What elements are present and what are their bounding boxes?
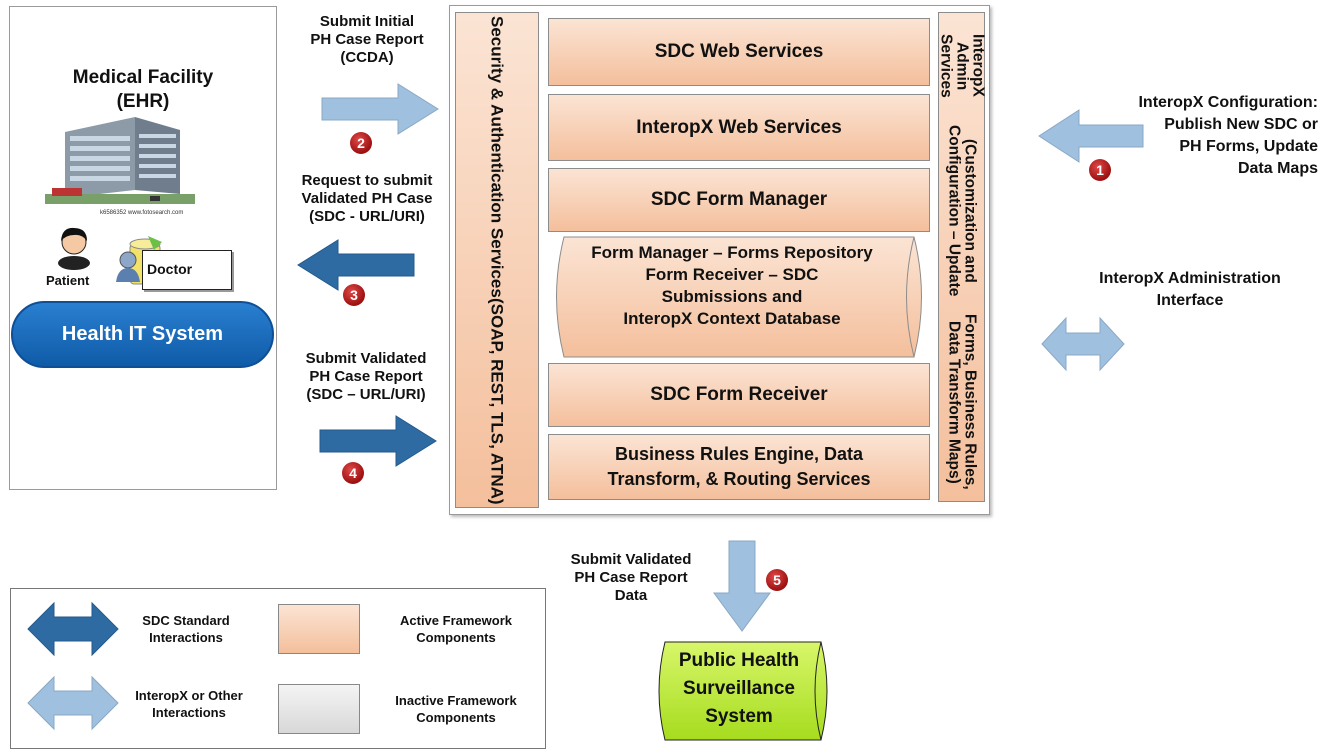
step2-line3: (CCDA) [340,49,394,66]
step3-arrow [297,239,415,291]
step4-label: Submit Validated PH Case Report (SDC – U… [276,350,456,404]
step2-line1: Submit Initial [319,13,415,30]
step2-line2: PH Case Report [310,31,424,48]
forms-database-cylinder [556,236,922,358]
health-it-system: Health IT System [11,301,274,368]
step3-label: Request to submit Validated PH Case (SDC… [278,172,456,226]
business-rules-line1: Business Rules Engine, Data [614,444,864,464]
security-line1: Security & Authentication Services [487,15,507,298]
step3-line2: Validated PH Case [301,190,433,207]
admin-line1: InteropX Admin Services [937,33,987,98]
sdc-web-services-label: SDC Web Services [654,41,824,62]
legend-inactive-label: Inactive Framework Components [376,692,536,726]
interopx-web-services: InteropX Web Services [548,94,930,161]
doctor-label: Doctor [147,261,193,277]
facility-title: Medical Facility (EHR) [9,66,277,114]
legend-inactive-line2: Components [416,710,496,725]
step5-badge: 5 [766,569,788,591]
legend-active-line2: Components [416,630,496,645]
admin-line2: (Customization and Configuration – Updat… [945,125,979,297]
business-rules-engine: Business Rules Engine, Data Transform, &… [548,434,930,500]
sdc-web-services: SDC Web Services [548,18,930,86]
legend-sdc-standard-line1: SDC Standard [142,613,230,628]
admin-interface-double-arrow [1041,316,1125,372]
legend-active-line1: Active Framework [400,613,512,628]
public-health-cylinder [658,641,828,741]
step2-label: Submit Initial PH Case Report (CCDA) [282,13,452,67]
interopx-web-services-label: InteropX Web Services [636,116,842,138]
forms-database-label: Form Manager – Forms Repository Form Rec… [556,242,908,330]
step4-arrow [319,415,437,467]
database-line4: InteropX Context Database [623,309,841,328]
sdc-form-manager-label: SDC Form Manager [650,189,828,210]
step2-arrow [321,83,439,135]
step1-line1: InteropX Configuration: [1138,94,1318,111]
step5-arrow [713,540,771,632]
step2-badge: 2 [350,132,372,154]
step3-line1: Request to submit [301,172,433,189]
public-health-line1: Public Health [678,650,800,671]
legend-sdc-standard-line2: Interactions [149,630,223,645]
legend-interopx-line1: InteropX or Other [135,688,243,703]
step1-line3: PH Forms, Update [1179,138,1318,155]
admin-interface-line1: InteropX Administration [1099,270,1281,287]
step1-badge: 1 [1089,159,1111,181]
step1-arrow [1038,109,1144,163]
patient-label: Patient [46,273,90,288]
step1-label: InteropX Configuration: Publish New SDC … [1090,92,1318,180]
step5-line1: Submit Validated [570,551,692,568]
business-rules-line2: Transform, & Routing Services [607,469,871,489]
sdc-form-receiver-label: SDC Form Receiver [650,384,828,405]
hospital-building-image [45,117,195,204]
step1-line4: Data Maps [1237,160,1318,177]
legend-active-label: Active Framework Components [376,612,536,646]
step5-line2: PH Case Report [574,569,688,586]
legend-sdc-standard-label: SDC Standard Interactions [126,612,246,646]
interopx-admin-services: InteropX Admin Services (Customization a… [937,12,987,502]
step4-line3: (SDC – URL/URI) [306,386,426,403]
step5-line3: Data [614,587,648,604]
legend-interopx-line2: Interactions [152,705,226,720]
legend-interopx-arrow [27,675,119,731]
health-it-system-label: Health IT System [61,323,224,345]
database-line2: Form Receiver – SDC [645,265,819,284]
photo-caption: k6586352 www.fotosearch.com [100,210,184,216]
patient-icon [58,227,90,270]
public-health-line3: System [705,706,773,727]
step4-badge: 4 [342,462,364,484]
step5-label: Submit Validated PH Case Report Data [541,551,721,605]
legend-sdc-standard-arrow [27,601,119,657]
legend-inactive-line1: Inactive Framework [395,693,517,708]
sdc-form-receiver: SDC Form Receiver [548,363,930,427]
database-line1: Form Manager – Forms Repository [591,243,873,262]
step4-line1: Submit Validated [305,350,427,367]
admin-interface-label: InteropX Administration Interface [1064,268,1316,312]
step3-badge: 3 [343,284,365,306]
database-line3: Submissions and [661,287,803,306]
security-authentication-services: Security & Authentication Services (SOAP… [455,12,539,508]
legend-active-swatch [278,604,360,654]
facility-title-line2: (EHR) [116,91,170,112]
facility-title-line1: Medical Facility [72,67,214,88]
step4-line2: PH Case Report [309,368,423,385]
admin-line3: Forms, Business Rules, Data Transform Ma… [945,314,979,490]
public-health-label: Public Health Surveillance System [663,647,815,731]
sdc-form-manager: SDC Form Manager [548,168,930,232]
admin-interface-line2: Interface [1156,292,1224,309]
step3-line3: (SDC - URL/URI) [309,208,425,225]
legend-interopx-label: InteropX or Other Interactions [124,687,254,721]
legend-inactive-swatch [278,684,360,734]
public-health-line2: Surveillance [683,678,795,699]
doctor-label-box [142,250,232,290]
step1-line2: Publish New SDC or [1164,116,1318,133]
security-line2: (SOAP, REST, TLS, ATNA) [487,297,507,505]
